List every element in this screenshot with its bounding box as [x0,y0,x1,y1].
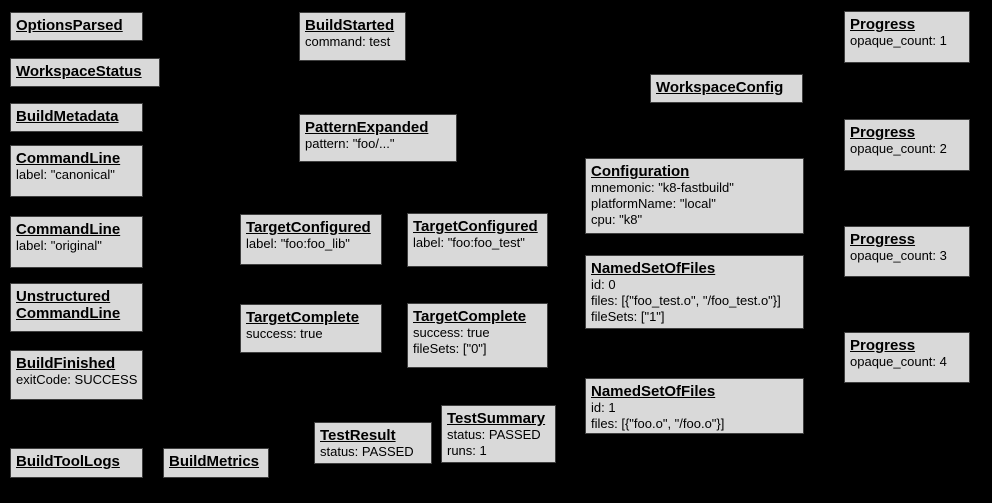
node-title: BuildMetrics [169,453,260,470]
node-field: fileSets: ["1"] [591,309,665,324]
node-field: command: test [305,34,391,49]
node-field: platformName: "local" [591,196,716,211]
node-command-line-original: CommandLine label: "original" [10,216,143,268]
node-title: WorkspaceConfig [656,79,784,96]
node-title: TestResult [320,427,396,444]
node-progress-2: Progress opaque_count: 2 [844,119,970,171]
node-field: id: 1 [591,400,616,415]
node-title: Progress [850,337,916,354]
node-field: success: true [413,325,490,340]
node-target-configured-foo-test: TargetConfigured label: "foo:foo_test" [407,213,548,267]
node-field: files: [{"foo_test.o", "/foo_test.o"}] [591,293,781,308]
node-field: files: [{"foo.o", "/foo.o"}] [591,416,725,431]
node-progress-3: Progress opaque_count: 3 [844,226,970,277]
node-progress-4: Progress opaque_count: 4 [844,332,970,383]
node-title: BuildFinished [16,355,116,372]
node-build-finished: BuildFinished exitCode: SUCCESS [10,350,143,400]
node-title: TargetConfigured [246,219,371,236]
node-command-line-canonical: CommandLine label: "canonical" [10,145,143,197]
node-build-tool-logs: BuildToolLogs [10,448,143,478]
node-title: PatternExpanded [305,119,429,136]
node-title: TargetConfigured [413,218,538,235]
node-field: pattern: "foo/..." [305,136,395,151]
node-title: Configuration [591,163,690,180]
node-test-result: TestResult status: PASSED [314,422,432,464]
node-target-complete-foo-test: TargetComplete success: true fileSets: [… [407,303,548,368]
node-title: Progress [850,231,916,248]
node-title: NamedSetOfFiles [591,260,716,277]
node-title: TestSummary [447,410,546,427]
node-field: success: true [246,326,323,341]
node-progress-1: Progress opaque_count: 1 [844,11,970,63]
node-title: BuildToolLogs [16,453,120,470]
node-title: BuildStarted [305,17,395,34]
node-title: Unstructured CommandLine [16,288,121,322]
node-field: mnemonic: "k8-fastbuild" [591,180,734,195]
node-field: id: 0 [591,277,616,292]
node-build-metrics: BuildMetrics [163,448,269,478]
node-configuration: Configuration mnemonic: "k8-fastbuild" p… [585,158,804,234]
node-field: opaque_count: 3 [850,248,947,263]
node-field: status: PASSED [320,444,414,459]
node-title: TargetComplete [413,308,527,325]
node-field: opaque_count: 1 [850,33,947,48]
node-field: fileSets: ["0"] [413,341,487,356]
node-field: label: "original" [16,238,102,253]
node-field: label: "foo:foo_lib" [246,236,350,251]
node-field: cpu: "k8" [591,212,643,227]
node-title: BuildMetadata [16,108,119,125]
node-title: NamedSetOfFiles [591,383,716,400]
node-workspace-status: WorkspaceStatus [10,58,160,87]
node-title: WorkspaceStatus [16,63,142,80]
node-options-parsed: OptionsParsed [10,12,143,41]
node-field: label: "foo:foo_test" [413,235,525,250]
node-build-metadata: BuildMetadata [10,103,143,132]
node-field: exitCode: SUCCESS [16,372,138,387]
node-title: CommandLine [16,150,121,167]
node-workspace-config: WorkspaceConfig [650,74,803,103]
node-field: label: "canonical" [16,167,115,182]
node-pattern-expanded: PatternExpanded pattern: "foo/..." [299,114,457,162]
node-named-set-of-files-0: NamedSetOfFiles id: 0 files: [{"foo_test… [585,255,804,329]
node-build-started: BuildStarted command: test [299,12,406,61]
node-test-summary: TestSummary status: PASSED runs: 1 [441,405,556,463]
node-target-complete-foo-lib: TargetComplete success: true [240,304,382,353]
node-title: Progress [850,16,916,33]
node-field: opaque_count: 2 [850,141,947,156]
node-title: TargetComplete [246,309,360,326]
node-title: CommandLine [16,221,121,238]
node-field: opaque_count: 4 [850,354,947,369]
node-title: OptionsParsed [16,17,123,34]
node-field: runs: 1 [447,443,487,458]
node-unstructured-command-line: Unstructured CommandLine [10,283,143,332]
node-target-configured-foo-lib: TargetConfigured label: "foo:foo_lib" [240,214,382,265]
node-title: Progress [850,124,916,141]
node-named-set-of-files-1: NamedSetOfFiles id: 1 files: [{"foo.o", … [585,378,804,434]
node-field: status: PASSED [447,427,541,442]
